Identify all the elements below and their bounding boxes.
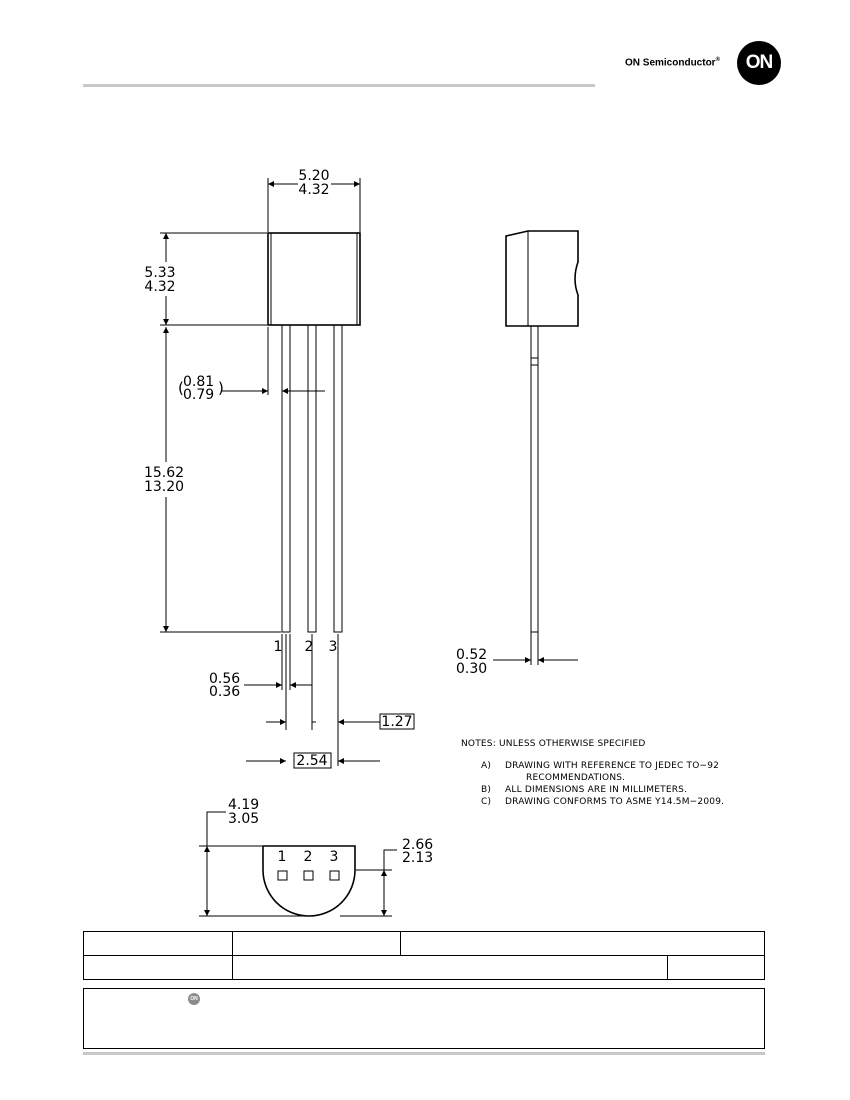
dim-width-min: 4.32: [298, 182, 329, 198]
note-c: C)DRAWING CONFORMS TO ASME Y14.5M−2009.: [481, 797, 725, 807]
title-block-cell: [232, 931, 401, 956]
on-logo: ON: [737, 41, 781, 85]
title-block-table: [83, 931, 765, 980]
dim-lead-width-min: 0.36: [209, 684, 240, 700]
bottom-pin-1: [277, 870, 288, 881]
title-block-row-2: [83, 955, 765, 980]
pin-number-2: 2: [305, 639, 314, 655]
title-block-cell: [83, 931, 233, 956]
bottom-pin-label-2: 2: [304, 849, 313, 865]
lead-3: [333, 324, 343, 633]
bottom-pin-label-3: 3: [330, 849, 339, 865]
dim-lead-ref-min: 0.79: [183, 387, 214, 403]
on-mini-logo: ON: [188, 993, 200, 1005]
bottom-pin-2: [303, 870, 314, 881]
pitch-basic-box: [379, 713, 415, 730]
front-body: [267, 232, 361, 326]
dim-flat-max: 2.66: [402, 837, 433, 853]
pin-number-3: 3: [329, 639, 338, 655]
legal-notice-box: ON: [83, 988, 765, 1049]
header-rule: [83, 84, 595, 87]
dim-pitch-basic: 1.27: [381, 714, 412, 730]
title-block-cell: [400, 931, 765, 956]
lead-1: [281, 324, 291, 633]
note-b: B)ALL DIMENSIONS ARE IN MILLIMETERS.: [481, 785, 688, 795]
span-basic-box: [293, 752, 332, 769]
dim-length-max: 15.62: [144, 465, 184, 481]
side-body: [505, 230, 579, 327]
dim-flat-min: 2.13: [402, 850, 433, 866]
title-block-row-1: [83, 931, 765, 956]
note-a: A)DRAWING WITH REFERENCE TO JEDEC TO−92 …: [481, 761, 720, 783]
dim-side-lead-min: 0.30: [456, 661, 487, 677]
dim-span-basic: 2.54: [296, 753, 327, 769]
side-lead: [530, 325, 539, 633]
dim-depth-min: 3.05: [228, 811, 259, 827]
title-block-cell: [232, 955, 668, 980]
brand-name: ON Semiconductor®: [625, 57, 720, 69]
footer-rule: [83, 1052, 765, 1055]
pin-number-1: 1: [274, 639, 283, 655]
lead-2: [307, 324, 317, 633]
dim-length-min: 13.20: [144, 479, 184, 495]
dim-ref-open: (: [178, 379, 184, 397]
dim-depth-max: 4.19: [228, 797, 259, 813]
notes-title: NOTES: UNLESS OTHERWISE SPECIFIED: [461, 739, 646, 749]
dim-width-max: 5.20: [298, 168, 329, 184]
dim-lead-width-max: 0.56: [209, 671, 240, 687]
dim-side-lead-max: 0.52: [456, 647, 487, 663]
bottom-pin-3: [329, 870, 340, 881]
bottom-body: [262, 845, 356, 917]
bottom-pin-label-1: 1: [278, 849, 287, 865]
drawing-notes: NOTES: UNLESS OTHERWISE SPECIFIED A)DRAW…: [461, 738, 724, 808]
dim-height-min: 4.32: [144, 279, 175, 295]
dim-ref-close: ): [218, 379, 224, 397]
title-block-cell: [667, 955, 765, 980]
title-block-cell: [83, 955, 233, 980]
dim-height-max: 5.33: [144, 265, 175, 281]
dim-lead-ref-max: 0.81: [183, 374, 214, 390]
